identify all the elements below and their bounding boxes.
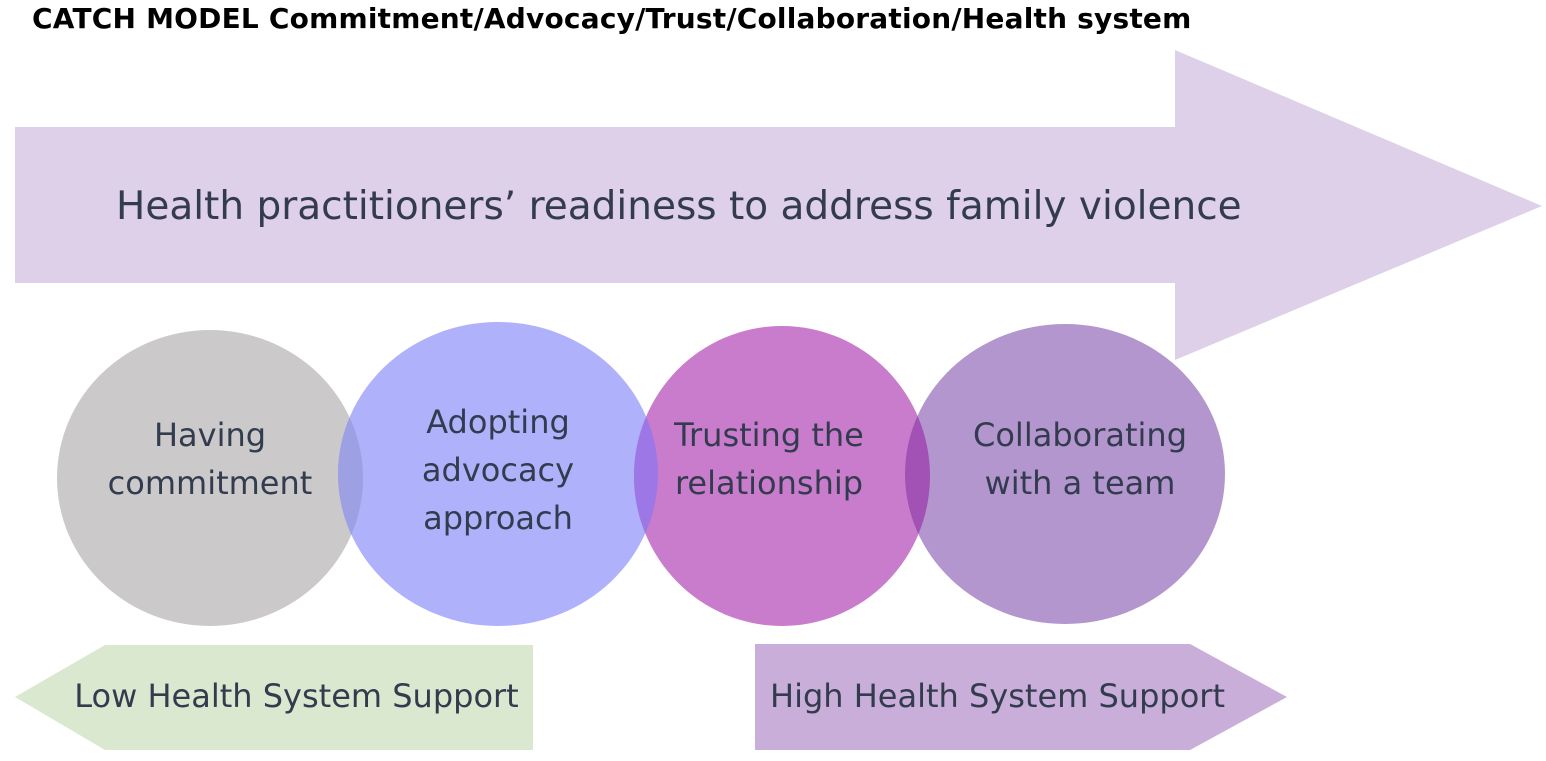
commitment-label-line: commitment (107, 464, 313, 502)
readiness-arrow (15, 50, 1542, 360)
advocacy-label-line: approach (423, 499, 573, 537)
high-support-arrow (755, 644, 1287, 750)
high-support-label: High Health System Support (770, 677, 1225, 715)
low-support-label: Low Health System Support (74, 677, 519, 715)
collaboration-label-line: Collaborating (973, 416, 1187, 454)
advocacy-label: Adopting advocacy approach (338, 398, 658, 542)
trust-label-line: Trusting the (674, 416, 864, 454)
commitment-label-line: Having (153, 416, 267, 454)
low-support-arrow (15, 645, 533, 750)
advocacy-circle (338, 322, 658, 626)
readiness-arrow-label: Health practitioners’ readiness to addre… (116, 184, 1242, 229)
collaboration-label: Collaborating with a team (935, 411, 1225, 507)
page-title: CATCH MODEL Commitment/Advocacy/Trust/Co… (32, 2, 1192, 35)
commitment-label: Having commitment (57, 411, 363, 507)
commitment-circle (57, 330, 363, 626)
trust-label-line: relationship (674, 464, 864, 502)
advocacy-label-line: advocacy (421, 451, 575, 489)
collaboration-circle (905, 324, 1225, 624)
trust-circle (634, 326, 930, 626)
trust-label: Trusting the relationship (634, 411, 904, 507)
collaboration-label-line: with a team (984, 464, 1176, 502)
advocacy-label-line: Adopting (426, 403, 570, 441)
